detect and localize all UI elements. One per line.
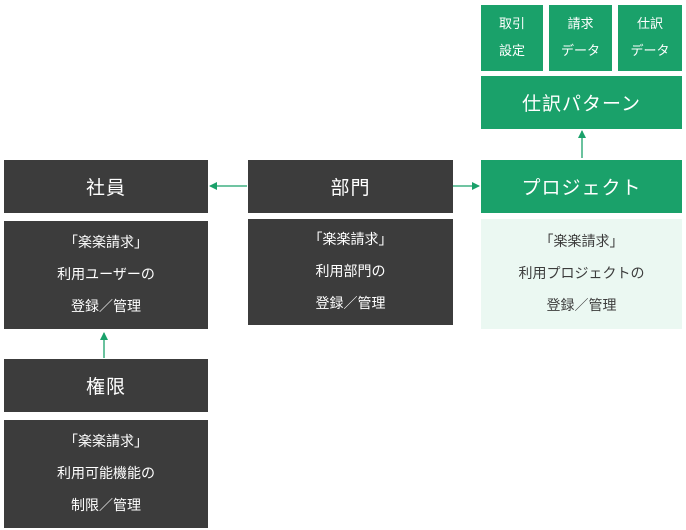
permission-description: 「楽楽請求」 利用可能機能の 制限／管理 bbox=[4, 420, 208, 528]
journal-pattern-box: 仕訳パターン bbox=[481, 76, 682, 129]
permission-header: 権限 bbox=[4, 359, 208, 412]
top-box-transaction-settings: 取引 設定 bbox=[481, 5, 543, 71]
project-header: プロジェクト bbox=[481, 160, 682, 213]
employee-header: 社員 bbox=[4, 160, 208, 213]
department-description: 「楽楽請求」 利用部門の 登録／管理 bbox=[248, 219, 453, 325]
top-box-journal-data: 仕訳 データ bbox=[618, 5, 682, 71]
employee-description: 「楽楽請求」 利用ユーザーの 登録／管理 bbox=[4, 221, 208, 329]
project-description: 「楽楽請求」 利用プロジェクトの 登録／管理 bbox=[481, 219, 682, 329]
top-box-billing-data: 請求 データ bbox=[549, 5, 612, 71]
department-header: 部門 bbox=[248, 160, 453, 213]
